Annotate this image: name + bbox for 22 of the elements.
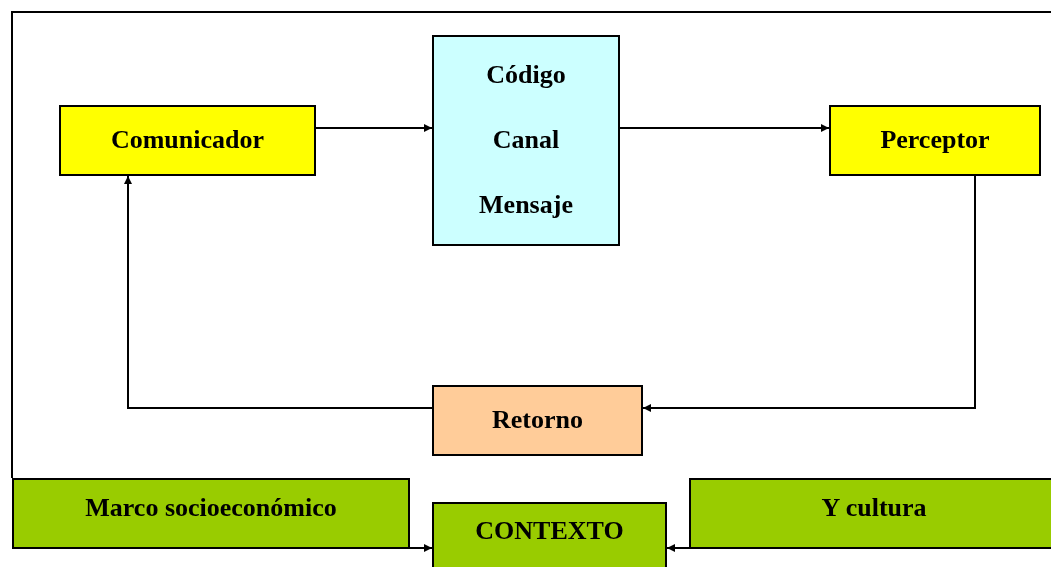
- process-box: [689, 478, 1051, 549]
- process-box: [829, 105, 1041, 176]
- process-box: [59, 105, 316, 176]
- arrow: [409, 544, 433, 552]
- process-box: [432, 385, 643, 456]
- arrow: [124, 175, 433, 409]
- process-box: [12, 478, 410, 549]
- box-label: Retorno: [492, 406, 583, 435]
- box-label: Comunicador: [110, 126, 265, 155]
- box-label: Mensaje: [479, 191, 573, 220]
- box-label: Código: [486, 61, 566, 90]
- box-label: Perceptor: [880, 126, 990, 155]
- box-label: CONTEXTO: [475, 516, 624, 546]
- box-label: Canal: [492, 126, 560, 155]
- arrow: [619, 124, 830, 132]
- box-label: Y cultura: [821, 494, 927, 523]
- arrow: [642, 175, 976, 412]
- process-box: [432, 35, 620, 246]
- arrow: [315, 124, 433, 132]
- box-label: Marco socioeconómico: [85, 494, 337, 523]
- process-box: [432, 502, 667, 567]
- arrow: [666, 544, 690, 552]
